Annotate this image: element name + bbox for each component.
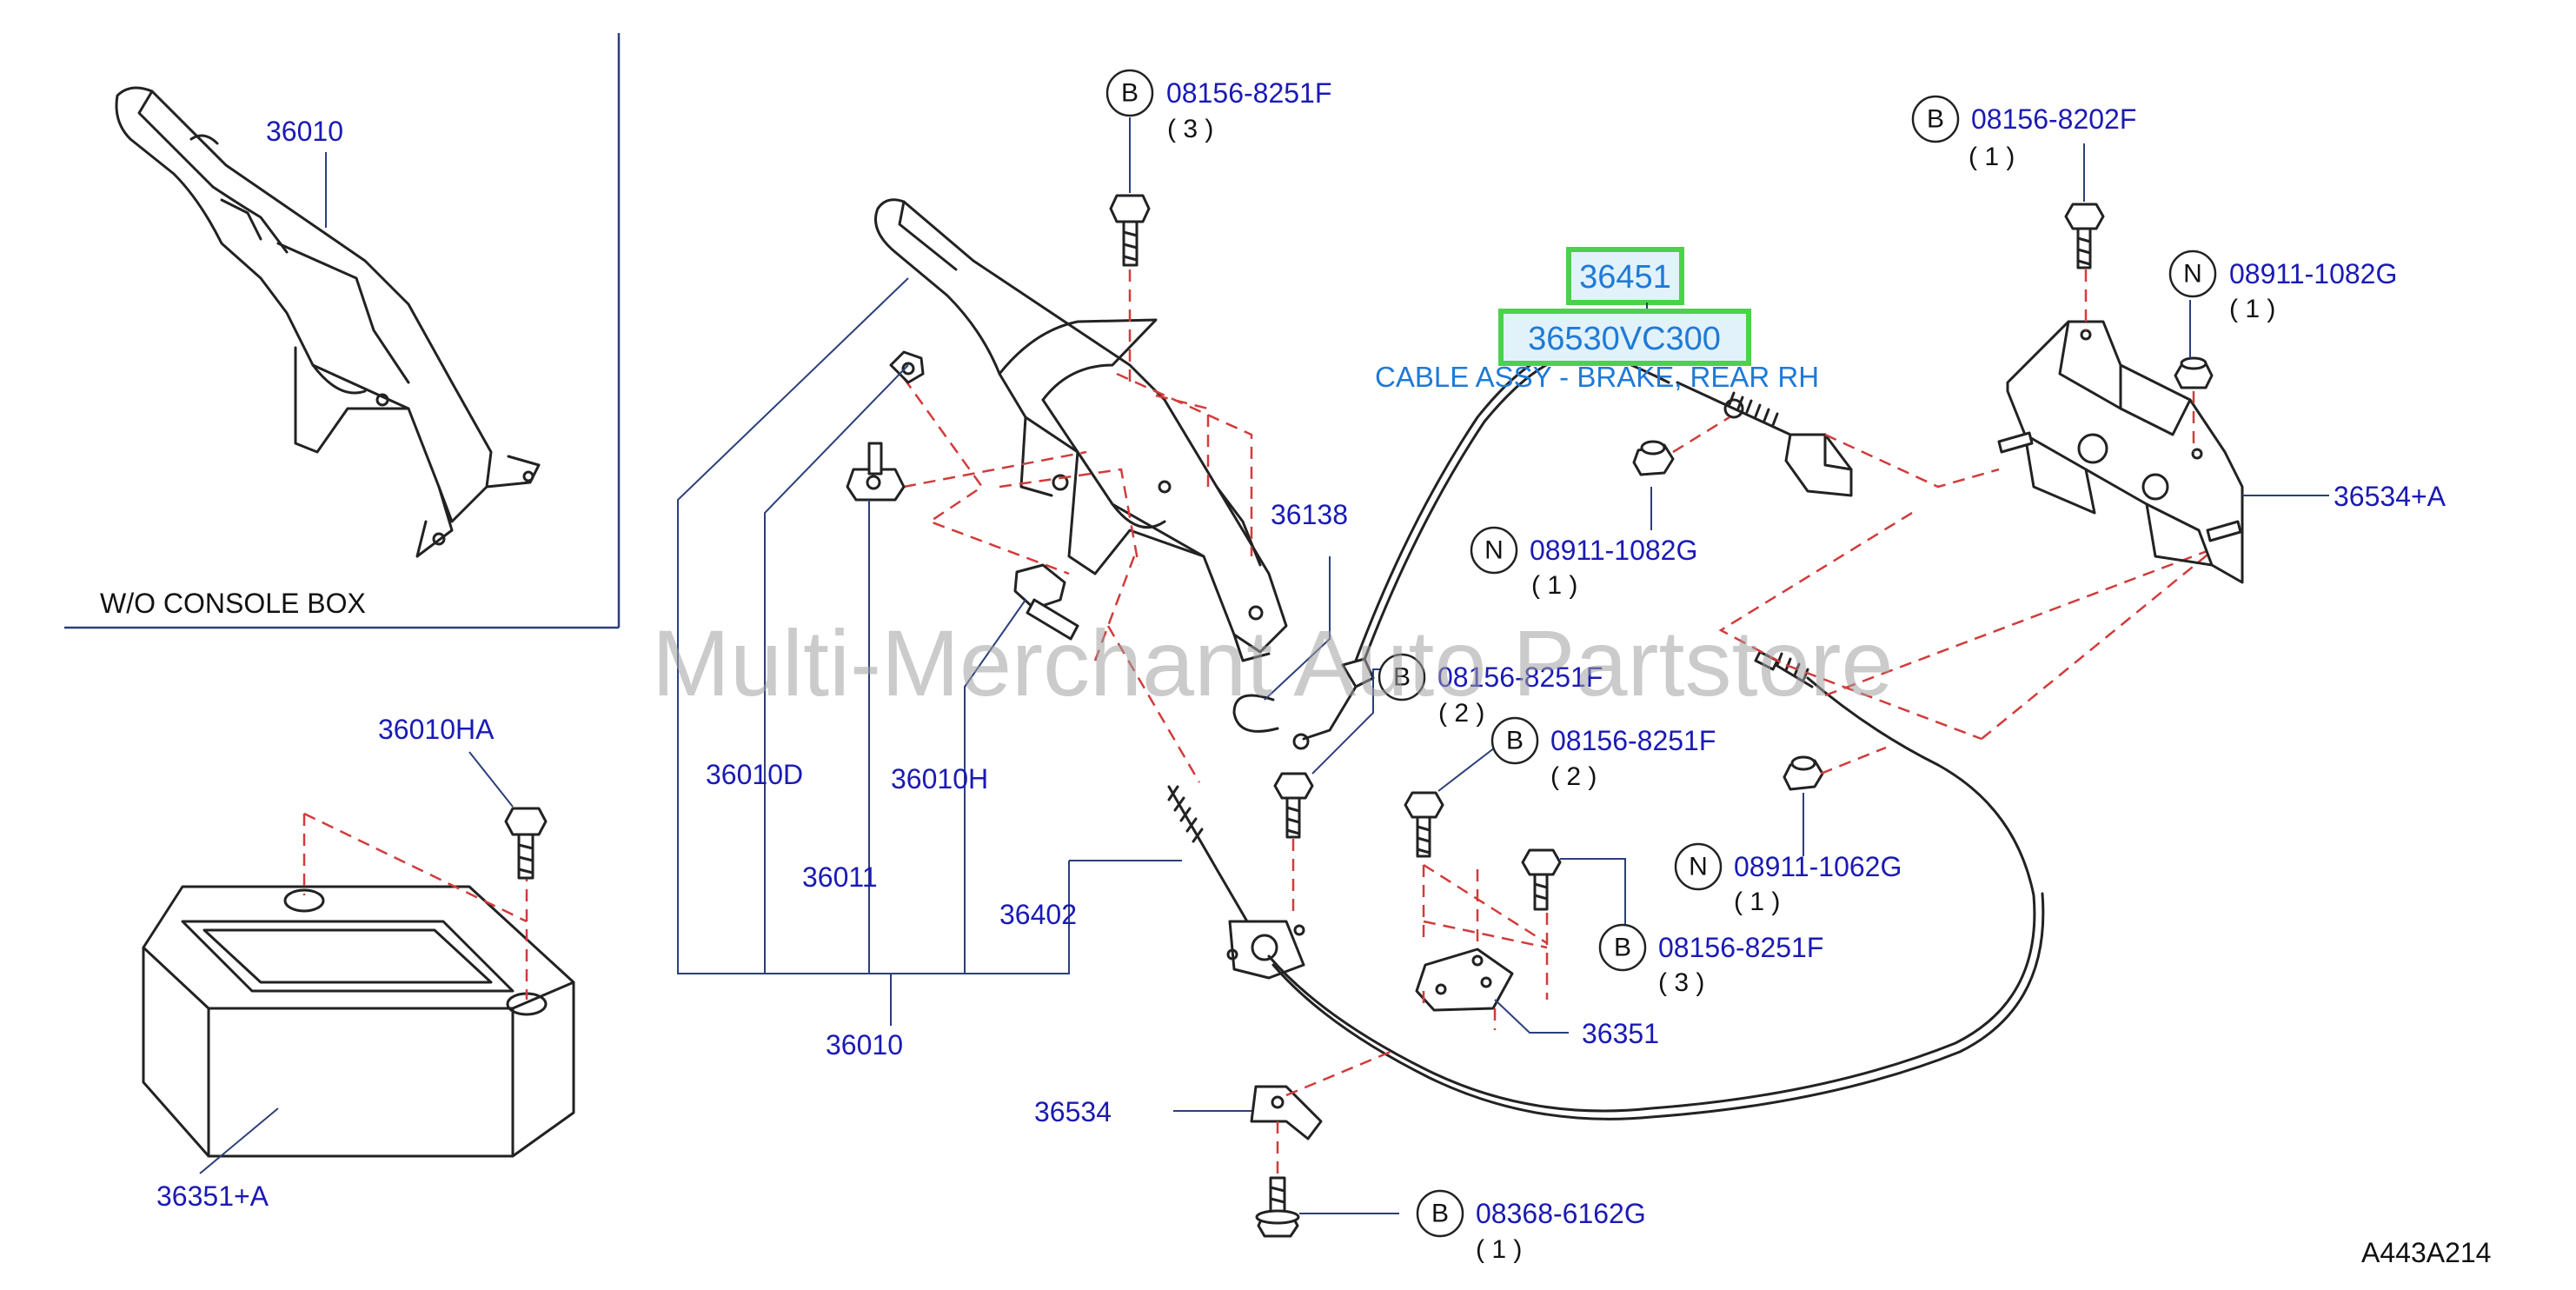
callout-part: 08156-8251F bbox=[1437, 662, 1603, 693]
callout-top-bolt: B 08156-8251F ( 3 ) bbox=[1105, 69, 1331, 143]
callout-letter: N bbox=[1689, 853, 1708, 881]
callout-part: 08368-6162G bbox=[1476, 1198, 1646, 1229]
nut-right-upper bbox=[2174, 356, 2214, 389]
inset-part-label: 36010 bbox=[266, 116, 343, 147]
inset-lever-drawing bbox=[115, 86, 541, 558]
callout-letter: B bbox=[1393, 663, 1411, 692]
callout-qty: ( 3 ) bbox=[1167, 115, 1213, 143]
callout-part: 08156-8202F bbox=[1971, 103, 2136, 135]
bolt-8202f bbox=[2064, 203, 2105, 269]
callout-right-nut: N 08911-1082G ( 1 ) bbox=[2168, 249, 2397, 323]
bolt-mid-2 bbox=[1404, 791, 1444, 858]
callout-part: 08911-1062G bbox=[1734, 851, 1902, 882]
label-36010: 36010 bbox=[826, 1029, 903, 1061]
callout-part: 08911-1082G bbox=[1530, 535, 1697, 566]
highlight-box-36451[interactable] bbox=[1566, 247, 1684, 305]
callout-qty: ( 2 ) bbox=[1438, 699, 1484, 728]
nut-center bbox=[1632, 440, 1675, 476]
label-36534a: 36534+A bbox=[2334, 481, 2447, 512]
callout-mid-bolt-2: B 08156-8251F ( 2 ) bbox=[1490, 716, 1716, 791]
plate-36351 bbox=[1415, 948, 1514, 1012]
label-36010d: 36010D bbox=[706, 759, 803, 790]
clip-36138 bbox=[1232, 694, 1279, 733]
parking-brake-lever bbox=[874, 198, 1288, 662]
callout-part: 08156-8251F bbox=[1550, 725, 1716, 756]
highlight-part-36530vc300[interactable]: 36530VC300 bbox=[1528, 321, 1721, 357]
callout-letter: N bbox=[1484, 536, 1504, 565]
callout-bottom-bolt: B 08368-6162G ( 1 ) bbox=[1416, 1189, 1646, 1264]
bolt-top bbox=[1109, 194, 1151, 267]
callout-part: 08911-1082G bbox=[2229, 258, 2397, 289]
callout-qty: ( 1 ) bbox=[1531, 571, 1577, 600]
bracket-36534 bbox=[1250, 1085, 1323, 1140]
highlight-box-36530vc300[interactable] bbox=[1498, 309, 1751, 366]
bolt-36010h bbox=[1013, 563, 1079, 641]
label-36351: 36351 bbox=[1582, 1018, 1659, 1049]
bolt-mid-1 bbox=[1273, 772, 1314, 839]
callout-nut-1062g: N 08911-1062G ( 1 ) bbox=[1674, 842, 1902, 916]
rear-cable-main bbox=[1267, 676, 2036, 1113]
callout-letter: B bbox=[1614, 934, 1631, 962]
callout-qty: ( 2 ) bbox=[1550, 762, 1597, 791]
callout-bracket-bolt: B 08156-8202F ( 1 ) bbox=[1911, 95, 2136, 171]
callout-qty: ( 1 ) bbox=[1476, 1235, 1522, 1264]
upper-cable-end bbox=[1676, 381, 1853, 497]
console-box bbox=[142, 885, 575, 1158]
callout-letter: B bbox=[1431, 1200, 1449, 1228]
watermark: Multi-Merchant Auto Partstore bbox=[652, 610, 1894, 715]
bolt-bottom bbox=[1255, 1176, 1300, 1238]
callout-center-nut: N 08911-1082G ( 1 ) bbox=[1470, 526, 1697, 600]
callout-qty: ( 1 ) bbox=[2229, 295, 2275, 323]
callout-part: 08156-8251F bbox=[1166, 77, 1331, 109]
bolt-36010ha bbox=[504, 807, 548, 880]
callout-part: 08156-8251F bbox=[1658, 932, 1823, 963]
highlight-description: CABLE ASSY - BRAKE, REAR RH bbox=[1375, 361, 1819, 393]
label-36010h: 36010H bbox=[891, 763, 988, 795]
callout-qty: ( 1 ) bbox=[1734, 888, 1780, 916]
highlight-part-36451[interactable]: 36451 bbox=[1579, 259, 1671, 296]
callout-qty: ( 1 ) bbox=[1969, 143, 2015, 171]
front-cable-36402 bbox=[1167, 785, 1305, 980]
callout-qty: ( 3 ) bbox=[1658, 968, 1704, 997]
inset-panel: 36010 W/O CONSOLE BOX bbox=[64, 33, 621, 629]
label-36011: 36011 bbox=[802, 861, 878, 893]
label-36351a: 36351+A bbox=[156, 1180, 269, 1212]
bolt-mid-3 bbox=[1521, 848, 1562, 911]
label-36534: 36534 bbox=[1034, 1096, 1112, 1127]
bracket-36534a bbox=[1997, 320, 2244, 584]
label-36402: 36402 bbox=[999, 899, 1077, 930]
highlighted-part[interactable]: 36451 36530VC300 CABLE ASSY - BRAKE, REA… bbox=[1375, 247, 1819, 393]
callout-letter: B bbox=[1506, 727, 1524, 755]
callout-letter: N bbox=[2183, 260, 2202, 289]
bracket-36011 bbox=[846, 442, 906, 502]
callout-mid-bolt-1: B 08156-8251F ( 2 ) bbox=[1378, 653, 1603, 728]
nut-1062g bbox=[1783, 755, 1824, 791]
figure-code: A443A214 bbox=[2361, 1237, 2491, 1268]
label-36010ha: 36010HA bbox=[378, 714, 495, 745]
callout-letter: B bbox=[1927, 105, 1944, 134]
callout-mid-bolt-3: B 08156-8251F ( 3 ) bbox=[1598, 923, 1823, 997]
label-36138: 36138 bbox=[1271, 499, 1348, 530]
callout-letter: B bbox=[1121, 79, 1139, 108]
cable-plug-36402-end bbox=[1292, 657, 1375, 750]
inset-caption: W/O CONSOLE BOX bbox=[100, 588, 366, 619]
